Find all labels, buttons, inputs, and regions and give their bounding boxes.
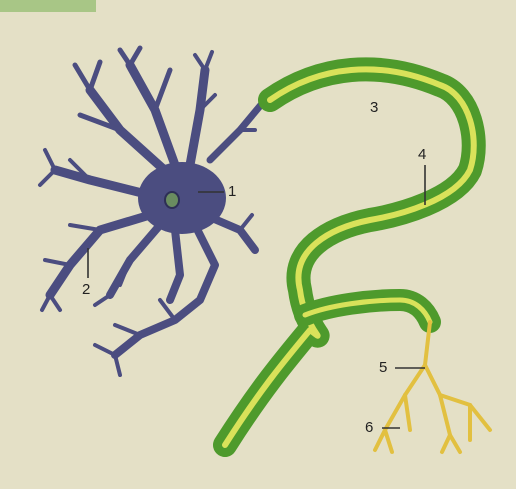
- cell-body: [138, 162, 226, 234]
- nucleus: [165, 192, 179, 208]
- label-2: 2: [82, 282, 90, 297]
- label-4: 4: [418, 147, 426, 162]
- label-1: 1: [228, 184, 236, 199]
- corner-tab: [0, 0, 96, 12]
- label-3: 3: [370, 100, 378, 115]
- label-5: 5: [379, 360, 387, 375]
- label-6: 6: [365, 420, 373, 435]
